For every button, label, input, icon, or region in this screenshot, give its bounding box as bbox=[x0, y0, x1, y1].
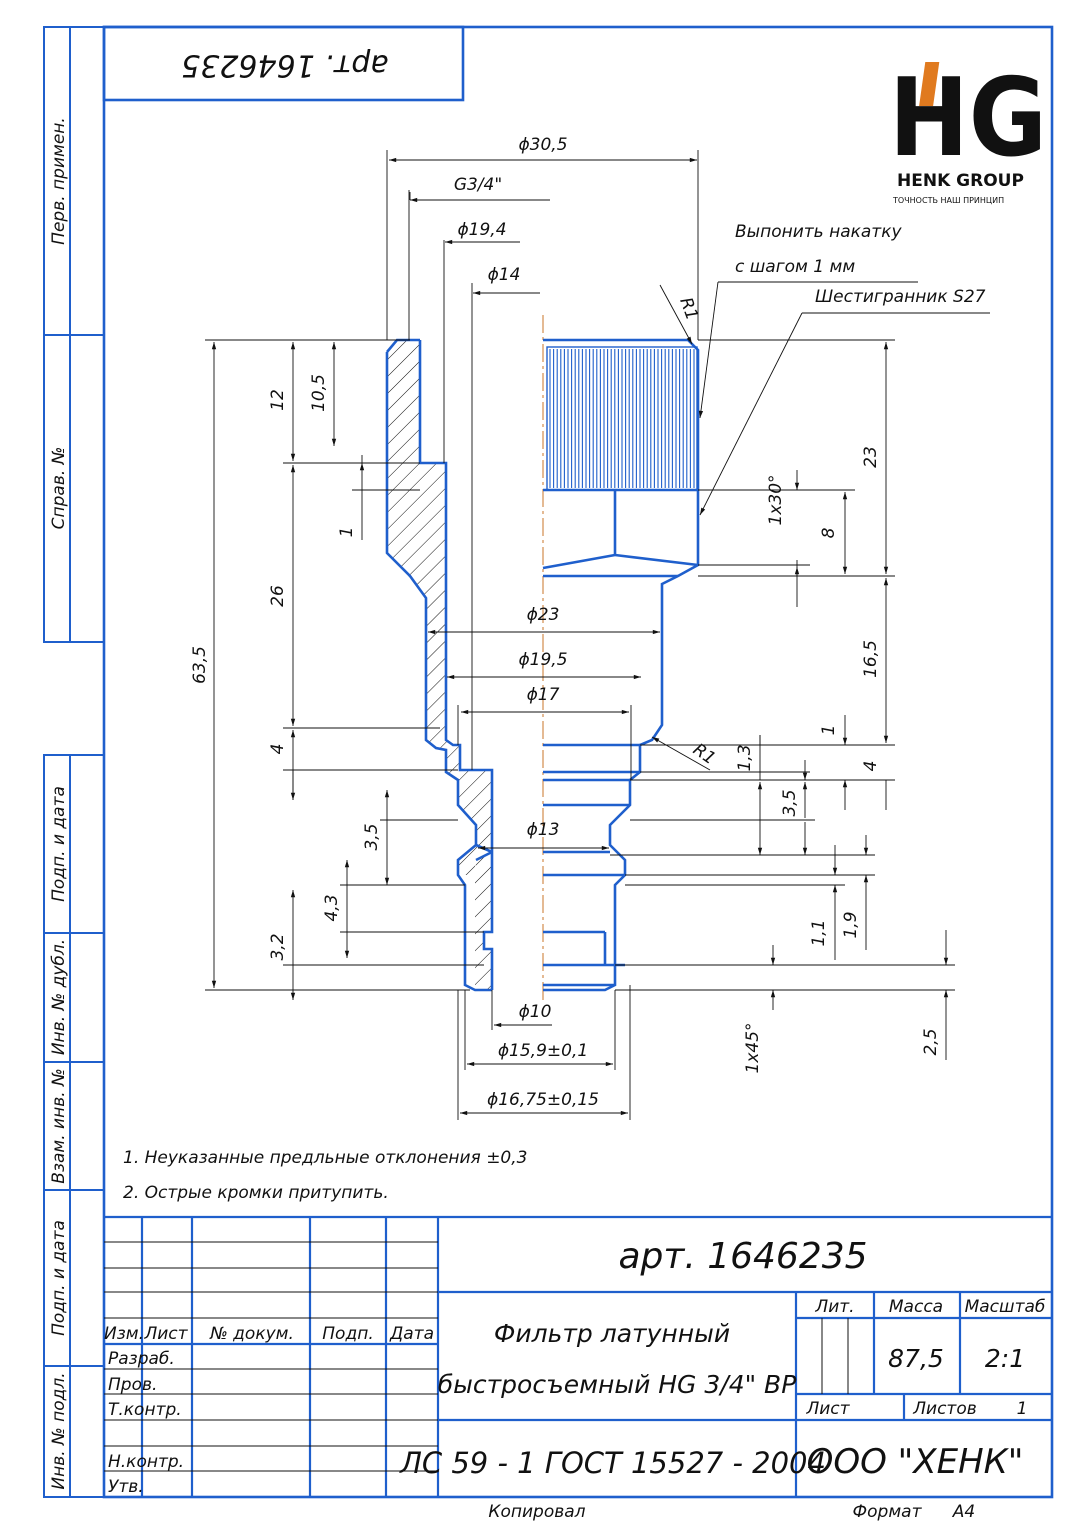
dimension-labels: ϕ30,5 G3/4" ϕ19,4 ϕ14 ϕ23 ϕ19,5 ϕ17 ϕ13 … bbox=[190, 135, 941, 1110]
dim-label: 23 bbox=[861, 446, 881, 468]
dim-label: 1,3 bbox=[735, 744, 755, 771]
dim-label: 3,5 bbox=[362, 823, 382, 850]
scale-value: 2:1 bbox=[985, 1344, 1025, 1373]
col-list: Лист bbox=[143, 1324, 188, 1344]
side-label: Взам. инв. № bbox=[49, 1068, 69, 1183]
dim-label: 4 bbox=[861, 761, 881, 772]
scale-label: Масштаб bbox=[965, 1297, 1046, 1317]
dim-label: ϕ10 bbox=[519, 1002, 552, 1022]
side-label: Подп. и дата bbox=[49, 1220, 69, 1336]
row-razrab: Разраб. bbox=[108, 1349, 175, 1369]
sheet-label: Лист bbox=[805, 1399, 850, 1419]
dim-label: G3/4" bbox=[454, 175, 502, 195]
dim-label: 1х30° bbox=[766, 474, 786, 525]
side-label: Справ. № bbox=[49, 447, 69, 530]
side-label: Инв. № дубл. bbox=[49, 939, 69, 1055]
dim-label: ϕ17 bbox=[527, 685, 560, 705]
title-block: арт. 1646235 Фильтр латунный быстросъемн… bbox=[104, 1215, 1052, 1497]
hex-note: Шестигранник S27 bbox=[815, 287, 986, 307]
dim-label: 63,5 bbox=[190, 646, 210, 684]
outline-right bbox=[543, 338, 700, 992]
dim-label: 1,1 bbox=[809, 919, 829, 946]
col-doc: № докум. bbox=[209, 1324, 294, 1344]
col-data: Дата bbox=[389, 1324, 434, 1344]
logo-accent bbox=[919, 62, 940, 106]
dim-label: 4 bbox=[268, 744, 288, 755]
dim-label: 1х45° bbox=[743, 1022, 763, 1073]
dim-label: 16,5 bbox=[861, 640, 881, 678]
company-logo: HG HENK GROUP ТОЧНОСТЬ НАШ ПРИНЦИП bbox=[889, 56, 1047, 205]
logo-tagline: ТОЧНОСТЬ НАШ ПРИНЦИП bbox=[892, 196, 1004, 205]
row-tkontr: Т.контр. bbox=[108, 1400, 182, 1420]
dim-label: ϕ19,5 bbox=[518, 650, 567, 670]
note-1: 1. Неуказанные предльные отклонения ±0,3 bbox=[123, 1148, 527, 1168]
technical-notes: 1. Неуказанные предльные отклонения ±0,3… bbox=[123, 1148, 527, 1203]
logo-company: HENK GROUP bbox=[897, 171, 1024, 191]
row-utv: Утв. bbox=[108, 1477, 144, 1497]
mass-value: 87,5 bbox=[888, 1344, 944, 1373]
dim-label: 10,5 bbox=[309, 374, 329, 412]
material: ЛС 59 - 1 ГОСТ 15527 - 2004 bbox=[399, 1446, 826, 1480]
lit-label: Лит. bbox=[814, 1297, 854, 1317]
row-nkontr: Н.контр. bbox=[108, 1452, 184, 1472]
side-label: Перв. примен. bbox=[49, 117, 69, 245]
part-drawing bbox=[385, 315, 700, 1000]
part-name-1: Фильтр латунный bbox=[494, 1319, 730, 1348]
section-hatch bbox=[387, 340, 492, 990]
dim-label: 1 bbox=[337, 527, 357, 538]
outline-bore-left bbox=[418, 340, 494, 990]
dim-label: R1 bbox=[689, 740, 719, 769]
dim-label: ϕ15,9±0,1 bbox=[498, 1041, 588, 1061]
knurl-note-2: с шагом 1 мм bbox=[735, 257, 855, 277]
title-article: арт. 1646235 bbox=[618, 1236, 867, 1277]
hex-chamfer-b bbox=[614, 553, 699, 567]
mass-label: Масса bbox=[889, 1297, 943, 1317]
dimension-lines bbox=[205, 150, 990, 1120]
row-prov: Пров. bbox=[108, 1375, 157, 1395]
sheets-label: Листов bbox=[912, 1399, 977, 1419]
copied-label: Копировал bbox=[488, 1502, 585, 1522]
dim-label: 1,9 bbox=[841, 911, 861, 938]
sheet-frame bbox=[43, 25, 1054, 1499]
dim-label: 4,3 bbox=[322, 894, 342, 921]
sheet-footer: Копировал Формат А4 bbox=[488, 1502, 975, 1522]
dim-label: 3,2 bbox=[268, 933, 288, 960]
col-podp: Подп. bbox=[322, 1324, 373, 1344]
dim-label: ϕ14 bbox=[488, 265, 521, 285]
part-name-2: быстросъемный HG 3/4" ВР bbox=[438, 1370, 798, 1399]
side-label: Подп. и дата bbox=[49, 786, 69, 902]
dim-label: ϕ13 bbox=[527, 820, 560, 840]
dim-label: 1 bbox=[819, 725, 839, 736]
rotated-article-stamp: арт. 1646235 bbox=[181, 48, 389, 83]
side-labels: Перв. примен. Справ. № Подп. и дата Инв.… bbox=[49, 117, 69, 1489]
col-izm: Изм. bbox=[104, 1324, 144, 1344]
format-value: А4 bbox=[952, 1502, 975, 1522]
logo-letters: HG bbox=[889, 56, 1047, 181]
callouts: Выпонить накатку с шагом 1 мм Шестигранн… bbox=[735, 222, 986, 307]
format-label: Формат bbox=[853, 1502, 923, 1522]
dim-label: ϕ16,75±0,15 bbox=[487, 1090, 599, 1110]
hex-chamfer-a bbox=[542, 553, 616, 570]
organization: ООО "ХЕНК" bbox=[807, 1442, 1024, 1482]
side-label: Инв. № подл. bbox=[49, 1372, 69, 1489]
sheets-count: 1 bbox=[1017, 1399, 1028, 1419]
dim-label: 8 bbox=[819, 527, 839, 538]
knurl-note-1: Выпонить накатку bbox=[735, 222, 902, 242]
knurl-lines bbox=[549, 349, 695, 488]
dim-label: ϕ30,5 bbox=[518, 135, 567, 155]
dim-label: 26 bbox=[268, 585, 288, 607]
dim-label: 3,5 bbox=[780, 789, 800, 816]
dim-label: ϕ23 bbox=[527, 605, 560, 625]
dim-label: 2,5 bbox=[921, 1028, 941, 1055]
note-2: 2. Острые кромки притупить. bbox=[123, 1183, 389, 1203]
dim-label: 12 bbox=[268, 389, 288, 411]
dim-label: ϕ19,4 bbox=[457, 220, 506, 240]
